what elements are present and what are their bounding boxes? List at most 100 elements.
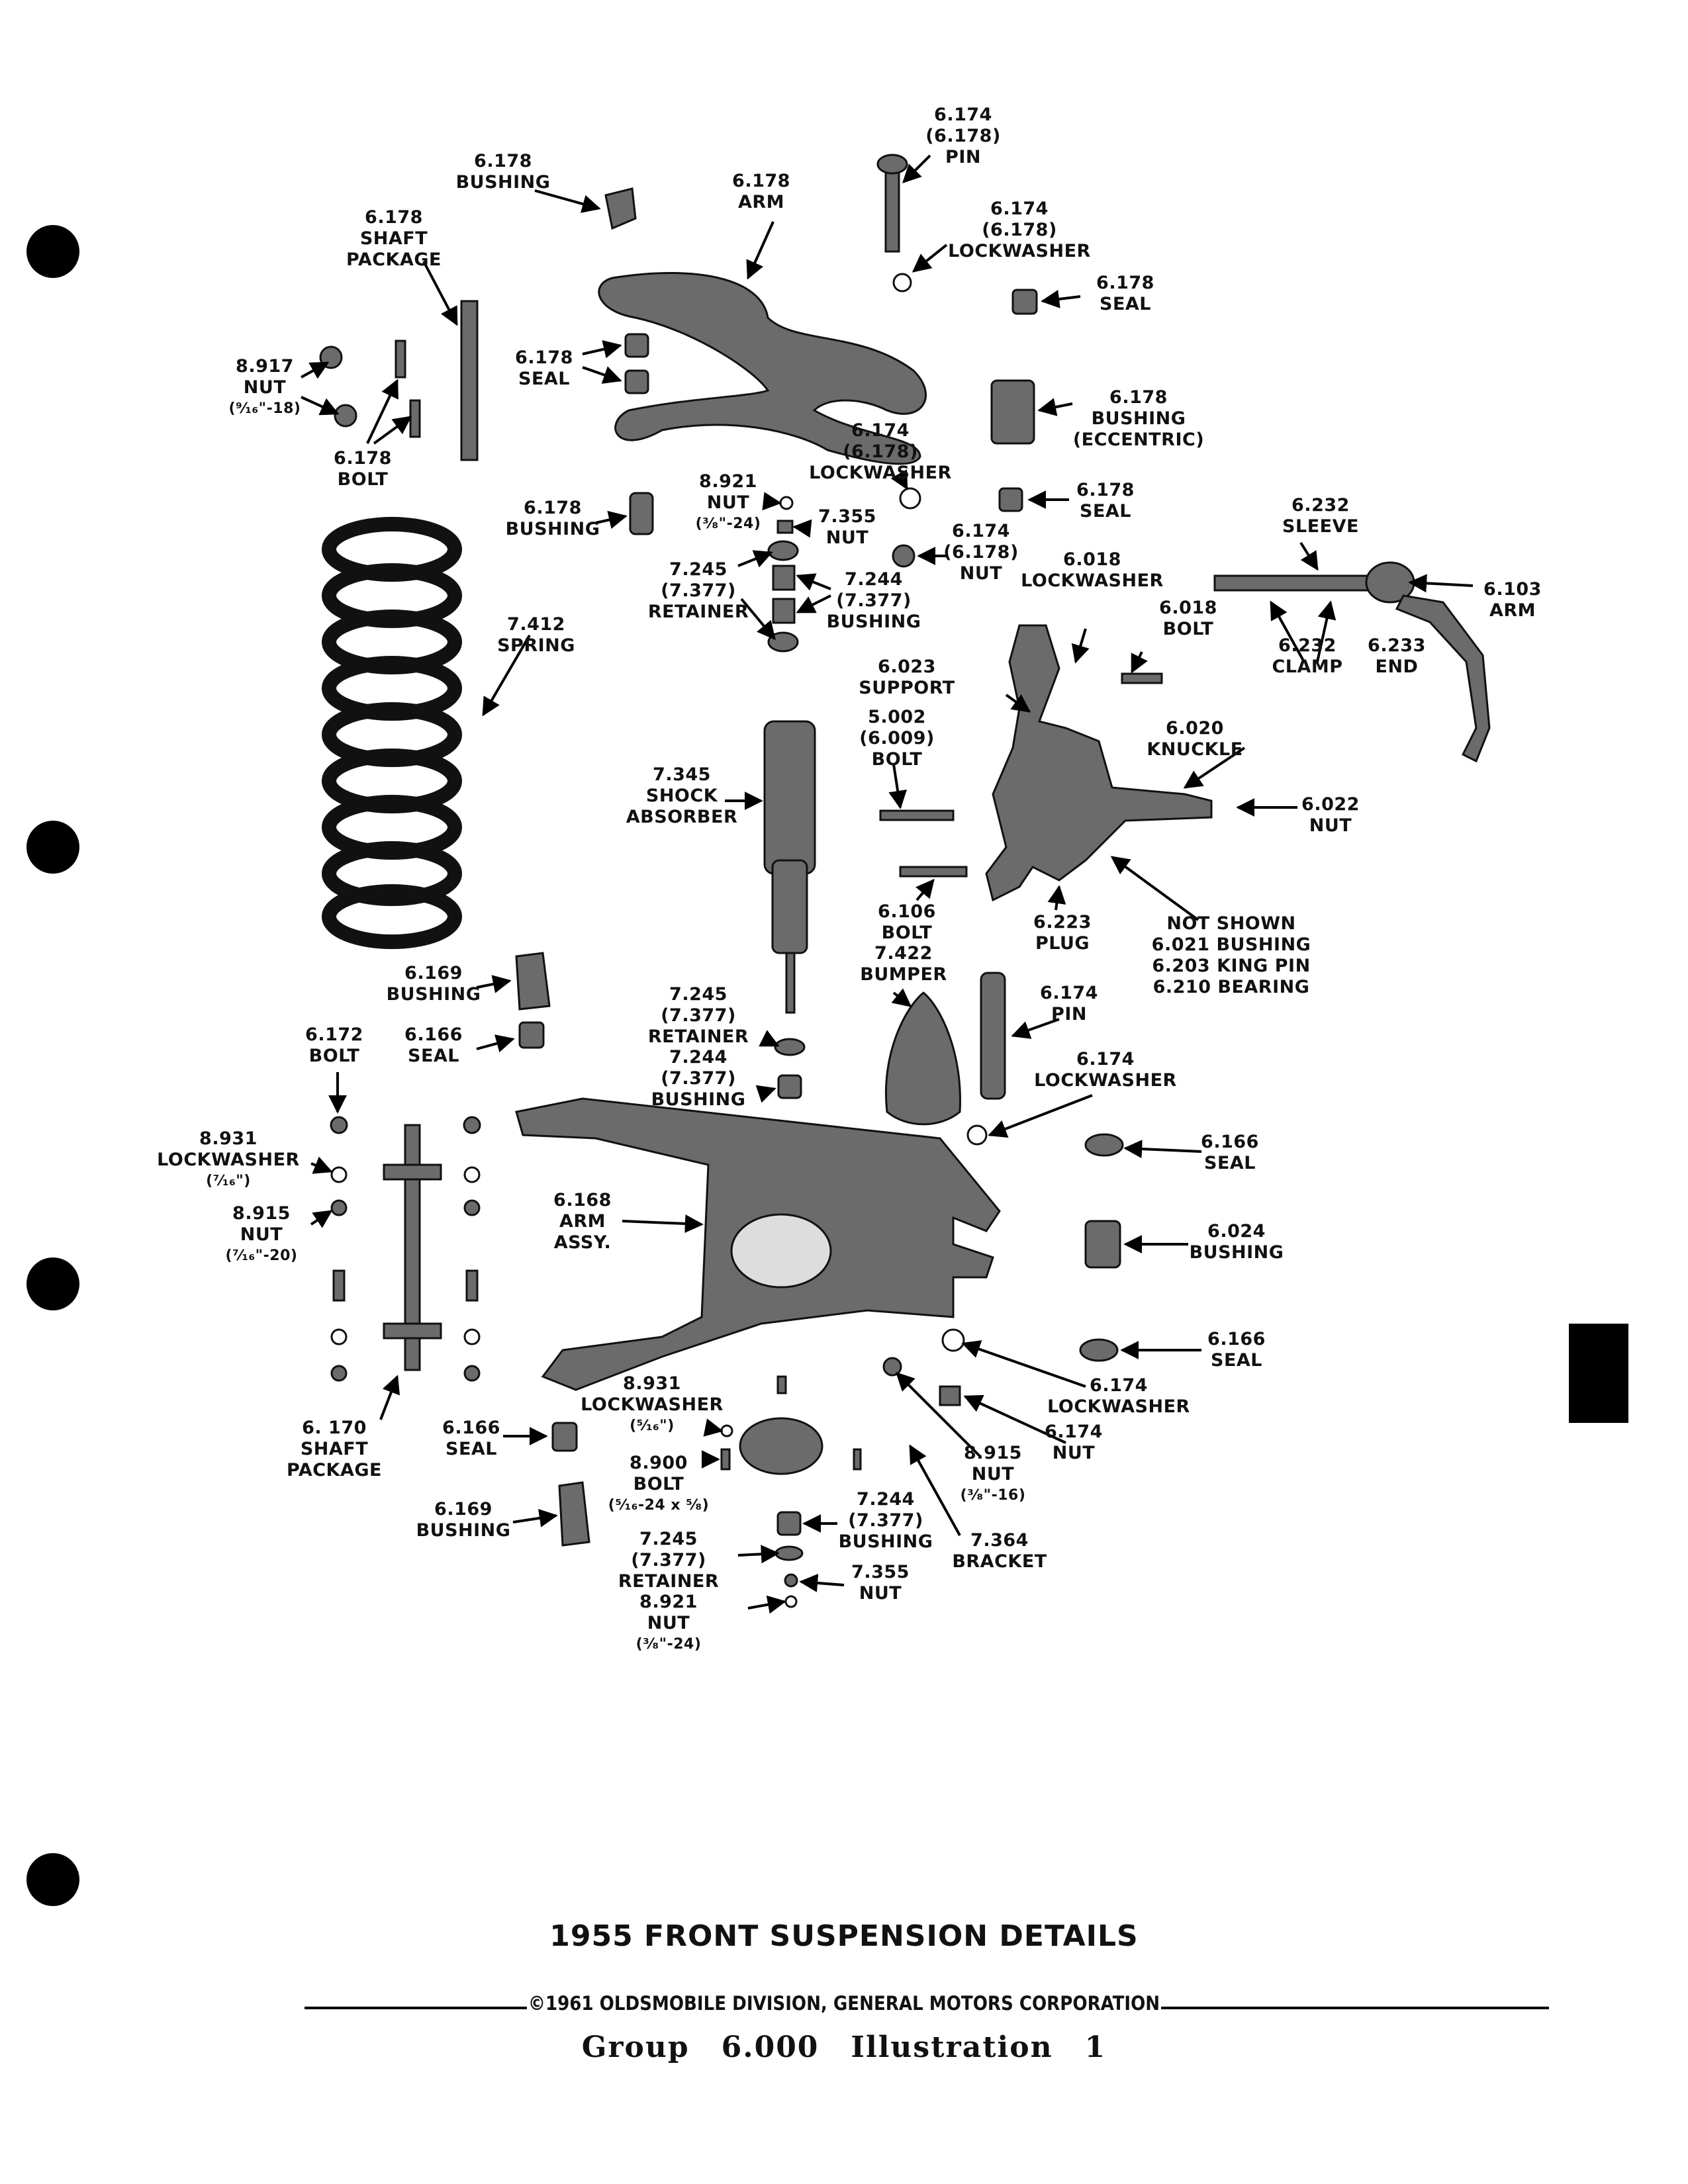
bolt-part — [879, 809, 955, 821]
coil-spring — [322, 517, 462, 949]
pin-part — [884, 164, 900, 253]
retainer-part — [767, 540, 799, 561]
shaft-mount-plate — [383, 1163, 442, 1181]
callout-retainer-7245-top: 7.245(7.377)RETAINER — [647, 559, 749, 622]
copyright-text: ©1961 OLDSMOBILE DIVISION, GENERAL MOTOR… — [526, 1992, 1162, 2015]
shaft-part — [404, 1124, 421, 1371]
binder-hole — [26, 821, 79, 874]
shaft-part — [460, 300, 479, 461]
page-title: 1955 FRONT SUSPENSION DETAILS — [549, 1919, 1139, 1953]
nut-part — [882, 1357, 902, 1377]
retainer-part — [774, 1038, 806, 1056]
bushing-part — [629, 492, 654, 535]
upper-arm — [598, 272, 927, 465]
binder-hole — [26, 1853, 79, 1906]
callout-bolt-5002: 5.002(6.009)BOLT — [859, 707, 935, 770]
small-hardware — [330, 1116, 481, 1382]
nut-part — [334, 404, 357, 428]
callout-nut-6174-mid: 6.174(6.178)NUT — [943, 521, 1019, 584]
seal-part — [551, 1422, 578, 1452]
seal-part — [1079, 1338, 1119, 1362]
bushing-part — [604, 187, 637, 230]
callout-lockwasher-6174-mid: 6.174(6.178)LOCKWASHER — [809, 420, 952, 483]
steering-arm — [1395, 594, 1491, 763]
bracket-part — [739, 1417, 823, 1475]
callout-bushing-7244-top: 7.244(7.377)BUSHING — [826, 569, 921, 632]
pin-head — [876, 154, 908, 175]
seal-part — [998, 487, 1023, 512]
illustration-word: Illustration — [851, 2030, 1053, 2064]
seal-part — [518, 1021, 545, 1049]
bushing-part — [515, 952, 551, 1011]
callout-bushing-7244-bottom: 7.244(7.377)BUSHING — [838, 1489, 933, 1552]
steering-knuckle — [985, 624, 1213, 902]
bolt-part — [899, 866, 968, 878]
group-word: Group — [581, 2030, 690, 2064]
bushing-part — [772, 598, 796, 624]
callout-lockwasher-6174-top: 6.174(6.178)LOCKWASHER — [948, 199, 1091, 261]
binder-hole — [26, 225, 79, 278]
eccentric-bushing-part — [990, 379, 1035, 445]
binder-hole — [26, 1257, 79, 1310]
section-tab — [1569, 1324, 1628, 1423]
bolt-part — [853, 1448, 862, 1471]
bushing-part — [558, 1481, 590, 1547]
seal-part — [1084, 1133, 1124, 1157]
lockwasher-part — [892, 273, 912, 293]
nut-part — [776, 520, 794, 534]
illustration-number: 1 — [1084, 2030, 1107, 2064]
pin-part — [980, 972, 1006, 1100]
seal-part — [624, 369, 649, 394]
lockwasher-part — [941, 1328, 965, 1352]
shock-absorber-body — [763, 720, 816, 875]
bolt-part — [395, 340, 406, 379]
lockwasher-part — [966, 1124, 988, 1146]
shock-absorber-rod — [785, 952, 796, 1014]
nut-part — [784, 1573, 798, 1588]
copyright-line: ©1961 OLDSMOBILE DIVISION, GENERAL MOTOR… — [0, 1992, 1688, 2015]
bushing-part — [1084, 1220, 1121, 1269]
tie-rod-sleeve — [1213, 574, 1375, 592]
callout-retainer-7245-bottom: 7.245(7.377)RETAINER — [618, 1529, 720, 1592]
retainer-part — [767, 631, 799, 653]
